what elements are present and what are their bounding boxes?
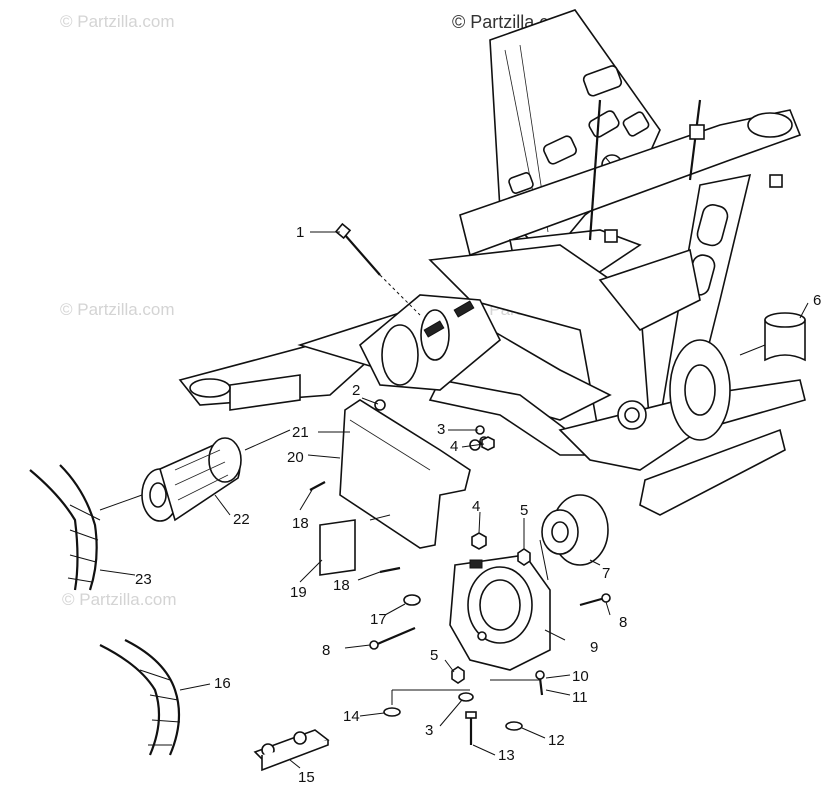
drive-housing (359, 294, 501, 391)
callout-17: 17 (370, 611, 387, 628)
screws-18 (309, 481, 401, 574)
callout-8: 8 (322, 642, 331, 659)
callout-2: 2 (352, 382, 361, 399)
callout-8: 8 (619, 614, 628, 631)
callout-18: 18 (292, 515, 309, 532)
callout-18: 18 (333, 577, 350, 594)
bearing-7 (539, 494, 609, 581)
callout-15: 15 (298, 769, 315, 786)
leader-lines (99, 231, 809, 769)
callout-13: 13 (498, 747, 515, 764)
callout-20: 20 (287, 449, 304, 466)
callout-3: 3 (425, 722, 434, 739)
callout-22: 22 (233, 511, 250, 528)
callout-4: 4 (472, 498, 481, 515)
callout-1: 1 (296, 224, 305, 241)
chain-23 (29, 464, 101, 591)
callout-5: 5 (520, 502, 529, 519)
chain-16 (99, 639, 181, 756)
callout-9: 9 (590, 639, 599, 656)
callout-21: 21 (292, 424, 309, 441)
watermark: © Partzilla.com (60, 12, 175, 31)
bracket-15 (253, 729, 330, 772)
callout-12: 12 (548, 732, 565, 749)
callout-11: 11 (572, 689, 588, 706)
callout-7: 7 (602, 565, 611, 582)
callout-6: 6 (813, 292, 822, 309)
chain-case-cover (339, 399, 489, 549)
callout-3: 3 (437, 421, 446, 438)
callout-14: 14 (343, 708, 360, 725)
watermark: © Partzilla.com (60, 300, 175, 319)
callout-16: 16 (214, 675, 231, 692)
callout-5: 5 (430, 647, 439, 664)
watermark: © Partzilla.com (62, 590, 177, 609)
bearing-6 (739, 312, 806, 362)
callout-10: 10 (572, 668, 589, 685)
callout-23: 23 (135, 571, 152, 588)
callout-4: 4 (450, 438, 459, 455)
hardware (383, 425, 545, 745)
sprocket-22 (99, 429, 291, 522)
bolts-8 (369, 593, 611, 650)
bolt-1 (334, 222, 421, 316)
gasket-19 (319, 519, 356, 576)
bearing-housing-9 (449, 554, 551, 671)
callout-19: 19 (290, 584, 307, 601)
frame-rails (178, 99, 806, 516)
